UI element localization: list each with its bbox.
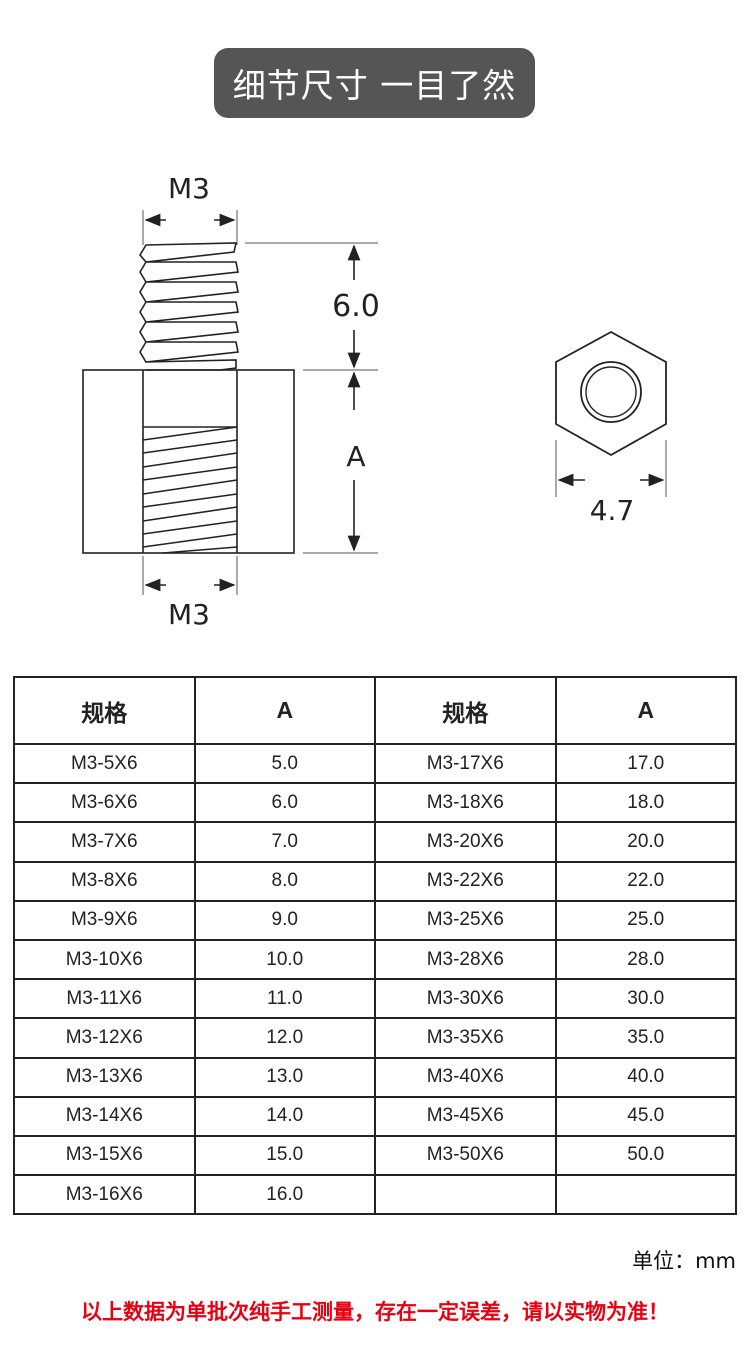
spec-cell: M3-10X6 bbox=[13, 938, 196, 981]
header-a: A bbox=[554, 676, 737, 745]
spec-cell: M3-50X6 bbox=[374, 1134, 557, 1177]
spec-cell: M3-13X6 bbox=[13, 1056, 196, 1098]
a-value-cell: 15.0 bbox=[193, 1134, 376, 1177]
spec-cell bbox=[374, 1174, 557, 1216]
table-header-row: 规格 A 规格 A bbox=[13, 676, 737, 745]
spec-cell: M3-18X6 bbox=[374, 782, 557, 824]
spec-cell: M3-17X6 bbox=[374, 742, 557, 785]
spec-cell: M3-14X6 bbox=[13, 1095, 196, 1137]
a-value-cell: 5.0 bbox=[193, 742, 376, 785]
spec-cell: M3-11X6 bbox=[13, 978, 196, 1020]
hex-width-label: 4.7 bbox=[590, 494, 635, 527]
spec-cell: M3-9X6 bbox=[13, 899, 196, 941]
a-value-cell: 18.0 bbox=[554, 782, 737, 824]
spec-cell: M3-12X6 bbox=[13, 1017, 196, 1059]
spec-cell: M3-6X6 bbox=[13, 782, 196, 824]
a-value-cell: 50.0 bbox=[554, 1134, 737, 1177]
a-value-cell: 35.0 bbox=[554, 1017, 737, 1059]
spec-cell: M3-15X6 bbox=[13, 1134, 196, 1177]
a-value-cell bbox=[554, 1174, 737, 1216]
spec-cell: M3-20X6 bbox=[374, 821, 557, 863]
a-value-cell: 12.0 bbox=[193, 1017, 376, 1059]
a-value-cell: 25.0 bbox=[554, 899, 737, 941]
dimension-drawing: M3 6.0 A M3 4.7 bbox=[82, 172, 667, 630]
a-value-cell: 28.0 bbox=[554, 938, 737, 981]
spec-cell: M3-8X6 bbox=[13, 860, 196, 902]
section-title: 细节尺寸 一目了然 bbox=[214, 48, 535, 118]
a-value-cell: 17.0 bbox=[554, 742, 737, 785]
a-value-cell: 9.0 bbox=[193, 899, 376, 941]
a-value-cell: 10.0 bbox=[193, 938, 376, 981]
header-a: A bbox=[193, 676, 376, 745]
disclaimer-note: 以上数据为单批次纯手工测量，存在一定误差，请以实物为准！ bbox=[81, 1300, 669, 1324]
spec-cell: M3-28X6 bbox=[374, 938, 557, 981]
header-spec: 规格 bbox=[13, 676, 196, 745]
spec-cell: M3-25X6 bbox=[374, 899, 557, 941]
header-spec: 规格 bbox=[374, 676, 557, 745]
body-length-label: A bbox=[346, 440, 365, 473]
spec-cell: M3-7X6 bbox=[13, 821, 196, 863]
a-value-cell: 7.0 bbox=[193, 821, 376, 863]
stud-length-label: 6.0 bbox=[332, 289, 380, 324]
spec-cell: M3-40X6 bbox=[374, 1056, 557, 1098]
internal-thread bbox=[142, 426, 238, 554]
bottom-thread-label: M3 bbox=[168, 598, 210, 630]
a-value-cell: 45.0 bbox=[554, 1095, 737, 1137]
a-value-cell: 8.0 bbox=[193, 860, 376, 902]
a-value-cell: 30.0 bbox=[554, 978, 737, 1020]
a-value-cell: 40.0 bbox=[554, 1056, 737, 1098]
a-value-cell: 11.0 bbox=[193, 978, 376, 1020]
top-thread-label: M3 bbox=[168, 172, 210, 205]
spec-cell: M3-30X6 bbox=[374, 978, 557, 1020]
stud-thread bbox=[139, 242, 239, 371]
spec-cell: M3-16X6 bbox=[13, 1174, 196, 1216]
spec-cell: M3-45X6 bbox=[374, 1095, 557, 1137]
spec-cell: M3-22X6 bbox=[374, 860, 557, 902]
a-value-cell: 20.0 bbox=[554, 821, 737, 863]
hex-end-view bbox=[555, 330, 667, 457]
spec-cell: M3-35X6 bbox=[374, 1017, 557, 1059]
a-value-cell: 16.0 bbox=[193, 1174, 376, 1216]
a-value-cell: 22.0 bbox=[554, 860, 737, 902]
unit-label: 单位：mm bbox=[632, 1249, 736, 1273]
a-value-cell: 14.0 bbox=[193, 1095, 376, 1137]
a-value-cell: 6.0 bbox=[193, 782, 376, 824]
a-value-cell: 13.0 bbox=[193, 1056, 376, 1098]
spec-cell: M3-5X6 bbox=[13, 742, 196, 785]
body-outline bbox=[82, 369, 295, 554]
